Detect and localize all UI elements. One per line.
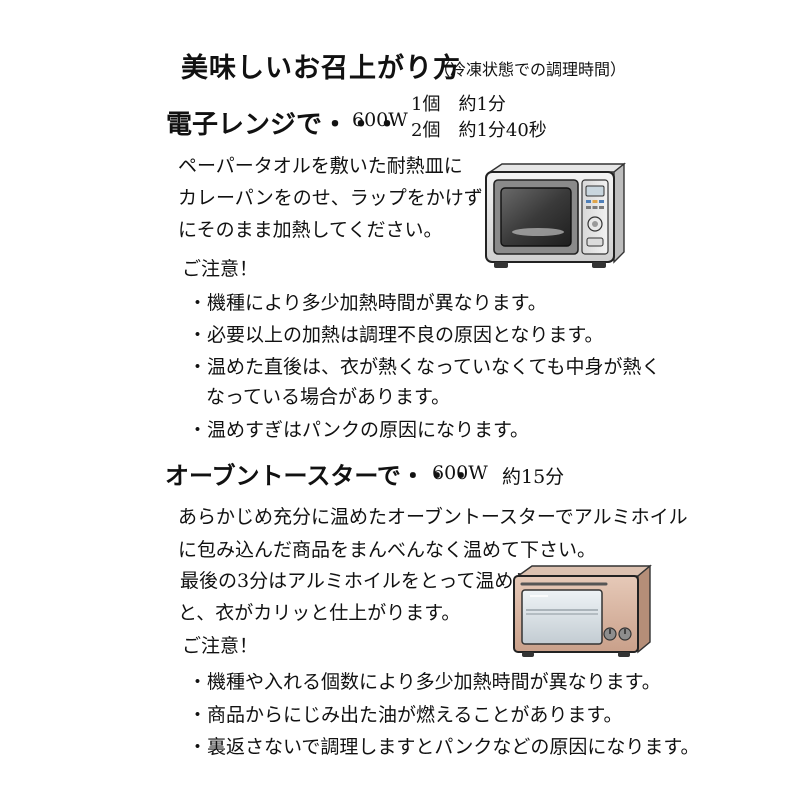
page-subtitle: （冷凍状態での調理時間） [434, 60, 627, 79]
microwave-caution-label: ご注意！ [182, 258, 259, 280]
toaster-wattage: 600W [432, 462, 488, 484]
toaster-caution-item: ・裏返さないで調理しますとパンクなどの原因になります。 [188, 736, 700, 758]
toaster-body-line: あらかじめ充分に温めたオーブントースターでアルミホイル [178, 506, 688, 528]
toaster-caution-item: ・機種や入れる個数により多少加熱時間が異なります。 [188, 671, 661, 693]
page-title: 美味しいお召上がり方 [181, 53, 461, 84]
toaster-caution-label: ご注意！ [182, 635, 259, 657]
microwave-wattage: 600W [352, 109, 408, 131]
toaster-body-line: に包み込んだ商品をまんべんなく温めて下さい。 [178, 539, 597, 561]
microwave-time-two: 2個 約1分40秒 [411, 120, 547, 141]
toaster-oven-illustration [513, 564, 652, 657]
toaster-time: 約15分 [502, 466, 565, 488]
microwave-caution-item: ・温めた直後は、衣が熱くなっていなくても中身が熱く [188, 356, 661, 378]
microwave-body-line: にそのまま加熱してください。 [178, 219, 443, 241]
microwave-caution-item: ・必要以上の加熱は調理不良の原因となります。 [188, 324, 604, 346]
toaster-body-line: と、衣がカリッと仕上がります。 [178, 602, 461, 624]
toaster-body-line: 最後の3分はアルミホイルをとって温める [180, 570, 533, 592]
microwave-caution-item: なっている場合があります。 [206, 386, 451, 408]
microwave-caution-item: ・機種により多少加熱時間が異なります。 [188, 292, 547, 314]
toaster-heading: オーブントースターで・・・ [165, 461, 473, 490]
microwave-heading: 電子レンジで・・・ [166, 110, 401, 140]
microwave-time-one: 1個 約1分 [411, 94, 506, 115]
microwave-body-line: カレーパンをのせ、ラップをかけず [178, 187, 483, 209]
microwave-caution-item: ・温めすぎはパンクの原因になります。 [188, 419, 530, 441]
microwave-oven-illustration [485, 162, 626, 268]
microwave-body-line: ペーパータオルを敷いた耐熱皿に [178, 155, 463, 177]
toaster-caution-item: ・商品からにじみ出た油が燃えることがあります。 [188, 704, 623, 726]
